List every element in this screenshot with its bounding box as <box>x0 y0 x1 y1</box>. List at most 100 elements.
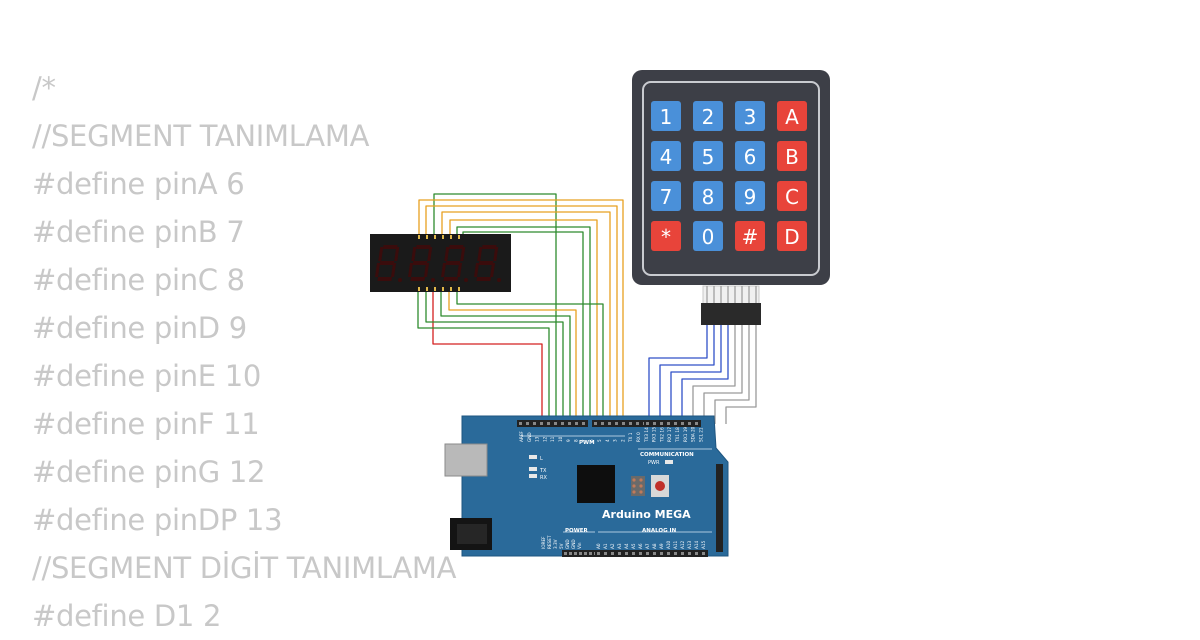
pin-label: TX2 16 <box>659 427 664 443</box>
keypad-key-6[interactable]: 6 <box>735 141 765 171</box>
pin-label: A12 <box>680 540 685 549</box>
pin-label: Vin <box>577 542 582 549</box>
wire <box>432 291 543 424</box>
display-digit <box>441 245 468 282</box>
pin-label: RX 0 <box>636 432 641 442</box>
keypad-key-#[interactable]: # <box>735 221 765 251</box>
usb-port <box>444 443 488 477</box>
pin-label: 13 <box>535 436 540 442</box>
wire <box>425 205 618 424</box>
pin-label: 11 <box>550 436 555 442</box>
pin-label: A6 <box>638 543 643 549</box>
code-line: #define pinG 12 <box>32 455 266 489</box>
pin-label: 9 <box>566 439 571 442</box>
pin-label: 2 <box>620 439 625 442</box>
pin-label: A15 <box>701 540 706 549</box>
svg-text:8: 8 <box>702 185 715 209</box>
code-line: #define D1 2 <box>32 599 222 633</box>
pin-label: SCL 21 <box>698 427 703 442</box>
wire <box>692 325 736 424</box>
display-digit <box>474 245 501 282</box>
pin-label: A1 <box>603 543 608 549</box>
keypad-key-A[interactable]: A <box>777 101 807 131</box>
pin-label: AREF <box>519 431 524 442</box>
pin-label: RX2 17 <box>667 427 672 442</box>
pin-label: A3 <box>617 543 622 549</box>
header-power <box>562 550 598 557</box>
wire <box>417 291 550 424</box>
header-digital-side <box>716 464 723 552</box>
pin-label: 6 <box>589 439 594 442</box>
keypad-key-B[interactable]: B <box>777 141 807 171</box>
code-line: #define pinE 10 <box>32 359 262 393</box>
svg-text:A: A <box>785 105 799 129</box>
rx-led-label: RX <box>540 475 547 481</box>
svg-text:9: 9 <box>744 185 757 209</box>
header-top-left <box>517 420 588 427</box>
code-line: //SEGMENT TANIMLAMA <box>32 119 370 153</box>
pin-label: A7 <box>645 543 650 549</box>
pin-label: 7 <box>581 439 586 442</box>
communication-label: COMMUNICATION <box>640 452 694 458</box>
keypad-key-0[interactable]: 0 <box>693 221 723 251</box>
board-name: Arduino MEGA <box>602 508 691 521</box>
keypad-key-C[interactable]: C <box>777 181 807 211</box>
wire <box>425 291 564 424</box>
svg-text:6: 6 <box>744 145 757 169</box>
code-line: #define pinDP 13 <box>32 503 283 537</box>
keypad-key-1[interactable]: 1 <box>651 101 681 131</box>
wire <box>449 219 598 424</box>
pin-label: A11 <box>673 540 678 549</box>
pin-label: A2 <box>610 543 615 549</box>
header-analog <box>595 550 708 557</box>
pin-label: 12 <box>542 436 547 442</box>
keypad-key-9[interactable]: 9 <box>735 181 765 211</box>
keypad-key-7[interactable]: 7 <box>651 181 681 211</box>
code-line: #define pinF 11 <box>32 407 260 441</box>
pin-label: A9 <box>659 543 664 549</box>
keypad-key-*[interactable]: * <box>651 221 681 251</box>
header-top-pwm <box>592 420 649 427</box>
pin-label: 3.3V <box>553 539 558 549</box>
code-line: #define pinB 7 <box>32 215 245 249</box>
keypad-key-D[interactable]: D <box>777 221 807 251</box>
pin-label: IOREF <box>541 536 546 549</box>
wire <box>433 193 557 424</box>
pin-label: 10 <box>558 436 563 442</box>
keypad-frame <box>642 81 820 276</box>
display-digit <box>375 245 402 282</box>
pin-label: TX1 18 <box>675 427 680 443</box>
wire <box>725 325 757 424</box>
code-line: #define pinC 8 <box>32 263 245 297</box>
code-line: /* <box>32 71 56 105</box>
wire <box>703 325 743 424</box>
display-digit <box>408 245 435 282</box>
analog-in-label: ANALOG IN <box>642 528 677 534</box>
keypad-key-3[interactable]: 3 <box>735 101 765 131</box>
pin-label: A10 <box>666 540 671 549</box>
keypad-key-4[interactable]: 4 <box>651 141 681 171</box>
keypad-key-2[interactable]: 2 <box>693 101 723 131</box>
wire <box>441 211 611 424</box>
header-top-comm <box>644 420 701 427</box>
keypad-key-5[interactable]: 5 <box>693 141 723 171</box>
keypad-key-8[interactable]: 8 <box>693 181 723 211</box>
tx-led-label: TX <box>539 468 547 474</box>
code-line: #define pinA 6 <box>32 167 245 201</box>
pin-label: A8 <box>652 543 657 549</box>
svg-text:*: * <box>661 225 671 249</box>
pwr-label: PWR <box>648 460 660 466</box>
pin-label: 8 <box>574 439 579 442</box>
pin-label: GND <box>527 432 532 442</box>
wire <box>681 325 729 424</box>
keypad-connector <box>701 303 761 325</box>
wire <box>648 325 708 424</box>
wire <box>440 291 571 424</box>
pin-label: 5 <box>597 439 602 442</box>
pin-label: GND <box>565 539 570 549</box>
wire <box>448 291 577 424</box>
wire <box>670 325 722 424</box>
wires <box>417 193 757 424</box>
